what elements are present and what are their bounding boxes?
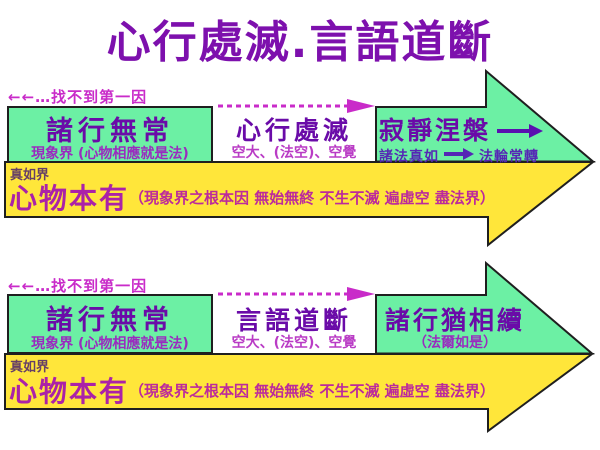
box1-title-2: 諸行無常: [46, 305, 174, 336]
no-first-cause-caption-2: ←←…找不到第一因: [8, 277, 148, 295]
middle-subtitle-2: 空大、(法空)、空覺: [231, 335, 357, 351]
right-sub-arrow-icon: [444, 148, 474, 164]
middle-title-2: 言語道斷: [235, 306, 352, 335]
dashed-arrow-head-2: [347, 287, 375, 301]
yellow-label-2: 真如界: [10, 360, 50, 375]
yellow-main-row-1: 心物本有 （現象界之根本因 無始無終 不生不滅 遍虛空 盡法界）: [9, 177, 495, 217]
no-first-cause-caption-1: ←←…找不到第一因: [8, 88, 148, 106]
yellow-main-row-2: 心物本有 （現象界之根本因 無始無終 不生不滅 遍虛空 盡法界）: [9, 370, 495, 410]
yellow-arrow-shape-1: [4, 161, 596, 248]
yellow-detail-1: （現象界之根本因 無始無終 不生不滅 遍虛空 盡法界）: [129, 188, 495, 207]
box1-title-1: 諸行無常: [46, 116, 174, 147]
yellow-detail-2: （現象界之根本因 無始無終 不生不滅 遍虛空 盡法界）: [129, 381, 495, 400]
green-arrow-shape-2: [375, 260, 595, 355]
right-subtitle-row-1: 諸法真如 法輪常轉: [379, 146, 539, 166]
page-title: 心行處滅.言語道斷: [106, 17, 494, 68]
right-subtitle-2: （法爾如是）: [413, 335, 497, 351]
middle-subtitle-1: 空大、(法空)、空覺: [231, 145, 357, 161]
middle-title-1: 心行處滅: [235, 116, 352, 145]
right-title-1: 寂靜涅槃: [379, 116, 492, 145]
green-box-2: [7, 294, 213, 354]
right-subtitle-left-1: 諸法真如: [379, 149, 439, 165]
yellow-arrow-shape-2: [4, 353, 596, 433]
yellow-label-1: 真如界: [10, 168, 50, 183]
right-title-2: 諸行猶相續: [384, 306, 525, 335]
box1-subtitle-1: 現象界 (心物相應就是法): [31, 146, 189, 162]
right-title-row-1: 寂靜涅槃: [379, 111, 544, 147]
yellow-main-1: 心物本有: [9, 182, 130, 215]
right-arrow-icon: [497, 115, 544, 144]
dashed-arrow-head-1: [347, 99, 375, 113]
green-arrow-shape-1: [375, 68, 596, 163]
right-subtitle-right-1: 法輪常轉: [479, 149, 539, 165]
yellow-main-2: 心物本有: [9, 375, 130, 408]
box1-subtitle-2: 現象界 (心物相應就是法): [31, 336, 189, 352]
green-box-1: [7, 106, 213, 163]
